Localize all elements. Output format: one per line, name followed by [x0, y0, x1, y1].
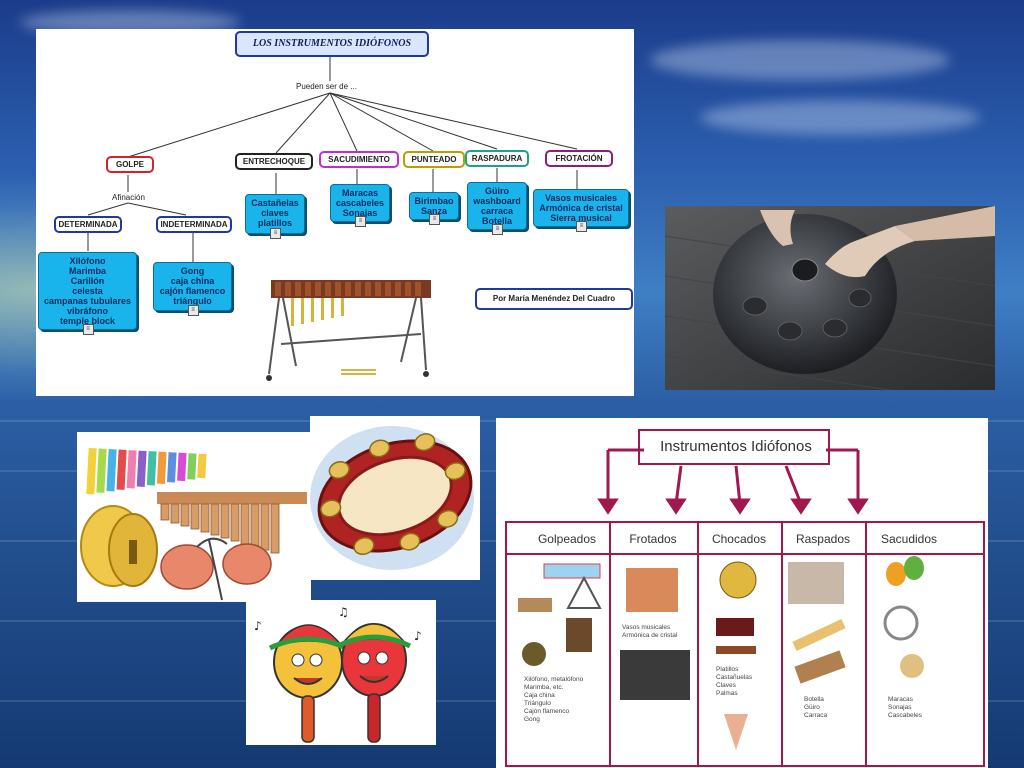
svg-text:♪: ♪ [414, 629, 422, 643]
category-raspadura: RASPADURA [465, 150, 529, 167]
svg-text:♫: ♫ [338, 605, 349, 619]
box-text: Castañelas claves platillos [251, 198, 299, 228]
category-golpe: GOLPE [106, 156, 154, 173]
indeterminada-label: INDETERMINADA [156, 216, 232, 233]
map-subtitle: Pueden ser de ... [296, 82, 357, 91]
box-determinada: Xilófono Marimba Carillón celesta campan… [38, 252, 137, 335]
column-sacudidos: Sacudidos [880, 532, 938, 546]
column-frotados: Frotados [629, 532, 677, 546]
cloud [650, 40, 950, 80]
box-indeterminada: Gong caja china cajón flamenco triángulo… [153, 262, 232, 316]
box-frotacion: Vasos musicales Armónica de cristal Sier… [533, 189, 629, 232]
box-punteado: Birimbao Sanza≡ [409, 192, 459, 225]
column-chocados: Chocados [711, 532, 767, 546]
instruments-clipart [77, 432, 311, 602]
document-icon: ≡ [187, 305, 199, 316]
box-text: Vasos musicales Armónica de cristal Sier… [539, 193, 623, 223]
box-entrechoque: Castañelas claves platillos≡ [245, 194, 305, 239]
text-sacudidos: Maracas Sonajas Cascabeles [888, 696, 922, 719]
determinada-label: DETERMINADA [54, 216, 122, 233]
document-icon: ≡ [82, 324, 94, 335]
table-structure [505, 429, 985, 767]
document-icon: ≡ [576, 221, 587, 232]
tambourine-clipart [310, 416, 480, 580]
category-frotacion: FROTACIÓN [545, 150, 613, 167]
document-icon: ≡ [429, 214, 440, 225]
box-text: Birimbao Sanza [414, 196, 454, 216]
text-golpeados: Xilófono, metalófono Marimba, etc. Caja … [524, 676, 584, 723]
instruments-image [80, 447, 307, 601]
classification-table: Instrumentos Idiófonos Golpeados Frotado… [496, 418, 988, 768]
map-title: LOS INSTRUMENTOS IDIÓFONOS [235, 31, 429, 57]
handpan-image [665, 206, 995, 390]
box-raspadura: Güiro washboard carraca Botella≡ [467, 182, 527, 235]
category-entrechoque: ENTRECHOQUE [235, 153, 313, 170]
column-golpeados: Golpeados [537, 532, 597, 546]
category-sacudimiento: SACUDIMIENTO [319, 151, 399, 168]
cloud [700, 100, 980, 135]
handpan-photo [665, 206, 995, 390]
column-raspados: Raspados [795, 532, 851, 546]
box-text: Maracas cascabeles Sonajas [335, 188, 385, 218]
document-icon: ≡ [270, 228, 281, 239]
text-chocados: Platillos Castañuelas Claves Palmas [716, 666, 753, 697]
concept-map: LOS INSTRUMENTOS IDIÓFONOS Pueden ser de… [36, 29, 634, 396]
svg-text:♪: ♪ [254, 619, 262, 633]
text-frotados: Vasos musicales Armónica de cristal [622, 624, 678, 639]
xylophone-image [266, 280, 431, 381]
maracas-clipart: ♪ ♫ ♪ [246, 600, 436, 745]
document-icon: ≡ [355, 216, 366, 227]
text-raspados: Botella Güiro Carraca [804, 696, 828, 719]
table-title: Instrumentos Idiófonos [660, 438, 812, 455]
connector-lines [87, 55, 578, 262]
box-text: Güiro washboard carraca Botella [473, 186, 521, 226]
afinacion-label: Afinación [112, 193, 145, 202]
box-text: Xilófono Marimba Carillón celesta campan… [43, 256, 132, 326]
box-text: Gong caja china cajón flamenco triángulo [159, 266, 226, 306]
document-icon: ≡ [492, 224, 503, 235]
box-sacudimiento: Maracas cascabeles Sonajas≡ [330, 184, 390, 227]
tambourine-image [310, 426, 474, 570]
maracas-image: ♪ ♫ ♪ [254, 605, 422, 743]
category-punteado: PUNTEADO [403, 151, 465, 168]
author-label: Por María Menéndez Del Cuadro [475, 288, 633, 310]
